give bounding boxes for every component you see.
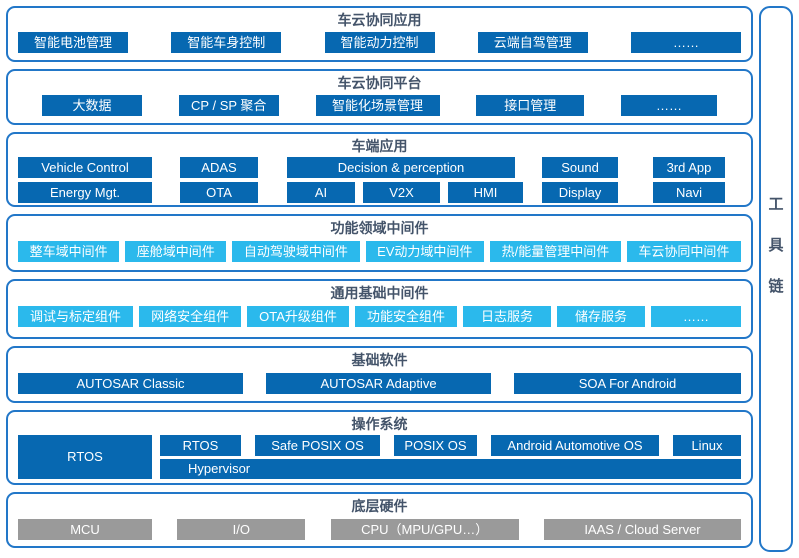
- item-linux: Linux: [673, 435, 741, 456]
- item-ad-domain-mw: 自动驾驶域中间件: [232, 241, 360, 262]
- item-cloud-autodrive-mgmt: 云端自驾管理: [477, 32, 588, 53]
- layer-base-software: 基础软件 AUTOSAR Classic AUTOSAR Adaptive SO…: [6, 346, 753, 403]
- item-energy-mgt: Energy Mgt.: [18, 182, 152, 203]
- item-cpu: CPU（MPU/GPU…）: [330, 519, 519, 540]
- item-big-data: 大数据: [42, 95, 142, 116]
- item-ota-upgrade: OTA升级组件: [247, 306, 349, 327]
- item-cloud-app-more: ……: [631, 32, 741, 53]
- item-display: Display: [542, 182, 618, 203]
- item-adas: ADAS: [180, 157, 258, 178]
- item-cloud-platform-more: ……: [621, 95, 717, 116]
- item-ota: OTA: [180, 182, 258, 203]
- vehicle-app-row1: Vehicle Control ADAS Decision & percepti…: [18, 157, 741, 178]
- item-mcu: MCU: [18, 519, 152, 540]
- layer-hardware: 底层硬件 MCU I/O CPU（MPU/GPU…） IAAS / Cloud …: [6, 492, 753, 548]
- item-soa-for-android: SOA For Android: [514, 373, 741, 394]
- item-ai: AI: [287, 182, 355, 203]
- layer-common-middleware-title: 通用基础中间件: [330, 285, 429, 301]
- item-rtos: RTOS: [160, 435, 241, 456]
- layer-vehicle-app-title: 车端应用: [351, 138, 408, 154]
- vehicle-app-row2: Energy Mgt. OTA AI V2X HMI Display Navi: [18, 182, 741, 203]
- item-interface-mgmt: 接口管理: [476, 95, 585, 116]
- base-software-items: AUTOSAR Classic AUTOSAR Adaptive SOA For…: [18, 373, 741, 394]
- item-ev-power-domain-mw: EV动力域中间件: [365, 241, 485, 262]
- os-items: RTOS RTOS Safe POSIX OS POSIX OS Android…: [18, 435, 741, 479]
- item-cockpit-domain-mw: 座舱域中间件: [125, 241, 227, 262]
- item-3rd-app: 3rd App: [653, 157, 725, 178]
- layer-domain-middleware-title: 功能领域中间件: [330, 220, 429, 236]
- item-functional-safety: 功能安全组件: [354, 306, 457, 327]
- os-right-column: RTOS Safe POSIX OS POSIX OS Android Auto…: [160, 435, 741, 479]
- item-hmi: HMI: [448, 182, 523, 203]
- layer-domain-middleware: 功能领域中间件 整车域中间件 座舱域中间件 自动驾驶域中间件 EV动力域中间件 …: [6, 214, 753, 272]
- item-smart-scenario-mgmt: 智能化场景管理: [315, 95, 440, 116]
- layer-common-middleware: 通用基础中间件 调试与标定组件 网络安全组件 OTA升级组件 功能安全组件 日志…: [6, 279, 753, 339]
- item-navi: Navi: [653, 182, 725, 203]
- domain-middleware-items: 整车域中间件 座舱域中间件 自动驾驶域中间件 EV动力域中间件 热/能量管理中间…: [18, 241, 741, 262]
- os-small-row: RTOS Safe POSIX OS POSIX OS Android Auto…: [160, 435, 741, 456]
- item-decision-perception: Decision & perception: [287, 157, 515, 178]
- item-smart-power-control: 智能动力控制: [324, 32, 435, 53]
- common-middleware-items: 调试与标定组件 网络安全组件 OTA升级组件 功能安全组件 日志服务 储存服务 …: [18, 306, 741, 327]
- item-iaas-cloud-server: IAAS / Cloud Server: [543, 519, 741, 540]
- item-hypervisor: Hypervisor: [160, 459, 741, 479]
- item-smart-battery-mgmt: 智能电池管理: [18, 32, 128, 53]
- item-rtos-main: RTOS: [18, 435, 152, 479]
- item-thermal-energy-mw: 热/能量管理中间件: [490, 241, 621, 262]
- toolchain-char-lian: 链: [768, 277, 784, 295]
- layer-base-software-title: 基础软件: [351, 352, 408, 368]
- item-vehicle-control: Vehicle Control: [18, 157, 152, 178]
- toolchain-char-ju: 具: [768, 236, 784, 254]
- item-cloud-collab-mw: 车云协同中间件: [626, 241, 741, 262]
- item-safe-posix-os: Safe POSIX OS: [255, 435, 380, 456]
- item-autosar-classic: AUTOSAR Classic: [18, 373, 243, 394]
- cloud-app-items: 智能电池管理 智能车身控制 智能动力控制 云端自驾管理 ……: [18, 32, 741, 53]
- item-posix-os: POSIX OS: [394, 435, 477, 456]
- layer-hardware-title: 底层硬件: [351, 498, 408, 514]
- item-smart-body-control: 智能车身控制: [171, 32, 282, 53]
- architecture-stack: 车云协同应用 智能电池管理 智能车身控制 智能动力控制 云端自驾管理 …… 车云…: [6, 6, 753, 552]
- layer-vehicle-app: 车端应用 Vehicle Control ADAS Decision & per…: [6, 132, 753, 207]
- item-autosar-adaptive: AUTOSAR Adaptive: [266, 373, 491, 394]
- layer-os-title: 操作系统: [351, 416, 408, 432]
- vehicle-app-items: Vehicle Control ADAS Decision & percepti…: [18, 157, 741, 203]
- item-log-service: 日志服务: [463, 306, 551, 327]
- item-vehicle-domain-mw: 整车域中间件: [18, 241, 120, 262]
- item-io: I/O: [177, 519, 306, 540]
- hardware-items: MCU I/O CPU（MPU/GPU…） IAAS / Cloud Serve…: [18, 519, 741, 540]
- layer-cloud-platform: 车云协同平台 大数据 CP / SP 聚合 智能化场景管理 接口管理 ……: [6, 69, 753, 125]
- item-storage-service: 储存服务: [557, 306, 645, 327]
- layer-cloud-platform-title: 车云协同平台: [337, 75, 422, 91]
- item-debug-calibration: 调试与标定组件: [18, 306, 134, 327]
- item-cp-sp-aggregation: CP / SP 聚合: [178, 95, 279, 116]
- item-sound: Sound: [542, 157, 618, 178]
- item-common-mw-more: ……: [651, 306, 741, 327]
- layer-os: 操作系统 RTOS RTOS Safe POSIX OS POSIX OS An…: [6, 410, 753, 485]
- toolchain-bar: 工 具 链: [759, 6, 793, 552]
- item-android-automotive-os: Android Automotive OS: [491, 435, 659, 456]
- layer-cloud-app: 车云协同应用 智能电池管理 智能车身控制 智能动力控制 云端自驾管理 ……: [6, 6, 753, 62]
- item-v2x: V2X: [363, 182, 440, 203]
- item-network-security: 网络安全组件: [139, 306, 242, 327]
- toolchain-char-gong: 工: [768, 195, 784, 213]
- layer-cloud-app-title: 车云协同应用: [337, 12, 422, 28]
- cloud-platform-items: 大数据 CP / SP 聚合 智能化场景管理 接口管理 ……: [18, 95, 741, 116]
